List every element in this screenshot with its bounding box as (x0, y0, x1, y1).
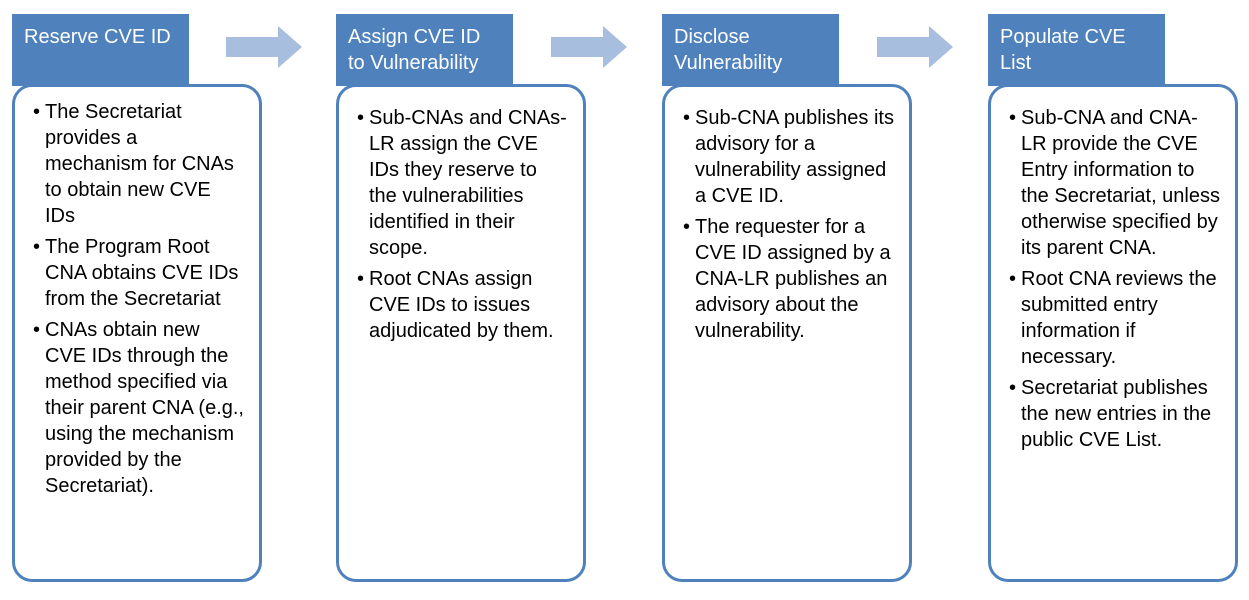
bullet-list: •Sub-CNA and CNA-LR provide the CVE Entr… (1009, 105, 1221, 453)
bullet-item: •Root CNAs assign CVE IDs to issues adju… (357, 268, 554, 342)
stage-panel: •Sub-CNAs and CNAs-LR assign the CVE IDs… (336, 84, 586, 582)
bullet-icon: • (1009, 377, 1017, 399)
stage-panel: •The Secretariat provides a mechanism fo… (12, 84, 262, 582)
stage-header: Disclose Vulnerability (662, 14, 839, 86)
bullet-icon: • (683, 107, 691, 129)
bullet-list: •The Secretariat provides a mechanism fo… (33, 99, 245, 499)
bullet-icon: • (1009, 107, 1017, 129)
stage-header: Reserve CVE ID (12, 14, 189, 86)
bullet-item: •The requester for a CVE ID assigned by … (683, 216, 891, 342)
stage-populate-cve-list: Populate CVE List •Sub-CNA and CNA-LR pr… (988, 14, 1249, 582)
bullet-item: •Sub-CNAs and CNAs-LR assign the CVE IDs… (357, 107, 567, 259)
stage-assign-cve-id: Assign CVE ID to Vulnerability •Sub-CNAs… (336, 14, 598, 582)
bullet-icon: • (33, 236, 41, 258)
stage-panel: •Sub-CNA and CNA-LR provide the CVE Entr… (988, 84, 1238, 582)
bullet-icon: • (33, 319, 41, 341)
bullet-icon: • (683, 216, 691, 238)
stage-header: Populate CVE List (988, 14, 1165, 86)
bullet-item: •Secretariat publishes the new entries i… (1009, 377, 1212, 451)
bullet-item: •The Program Root CNA obtains CVE IDs fr… (33, 236, 239, 310)
bullet-item: •Sub-CNA and CNA-LR provide the CVE Entr… (1009, 107, 1220, 259)
bullet-icon: • (357, 107, 365, 129)
bullet-icon: • (357, 268, 365, 290)
bullet-item: •The Secretariat provides a mechanism fo… (33, 101, 234, 227)
stage-reserve-cve-id: Reserve CVE ID •The Secretariat provides… (12, 14, 274, 582)
stage-disclose-vulnerability: Disclose Vulnerability •Sub-CNA publishe… (662, 14, 924, 582)
stage-header: Assign CVE ID to Vulnerability (336, 14, 513, 86)
bullet-item: •Sub-CNA publishes its advisory for a vu… (683, 107, 894, 207)
bullet-item: •Root CNA reviews the submitted entry in… (1009, 268, 1217, 368)
right-arrow-icon (551, 26, 627, 68)
bullet-list: •Sub-CNA publishes its advisory for a vu… (683, 105, 895, 344)
right-arrow-icon (877, 26, 953, 68)
bullet-list: •Sub-CNAs and CNAs-LR assign the CVE IDs… (357, 105, 569, 344)
stage-panel: •Sub-CNA publishes its advisory for a vu… (662, 84, 912, 582)
bullet-item: •CNAs obtain new CVE IDs through the met… (33, 319, 244, 497)
bullet-icon: • (1009, 268, 1017, 290)
bullet-icon: • (33, 101, 41, 123)
right-arrow-icon (226, 26, 302, 68)
